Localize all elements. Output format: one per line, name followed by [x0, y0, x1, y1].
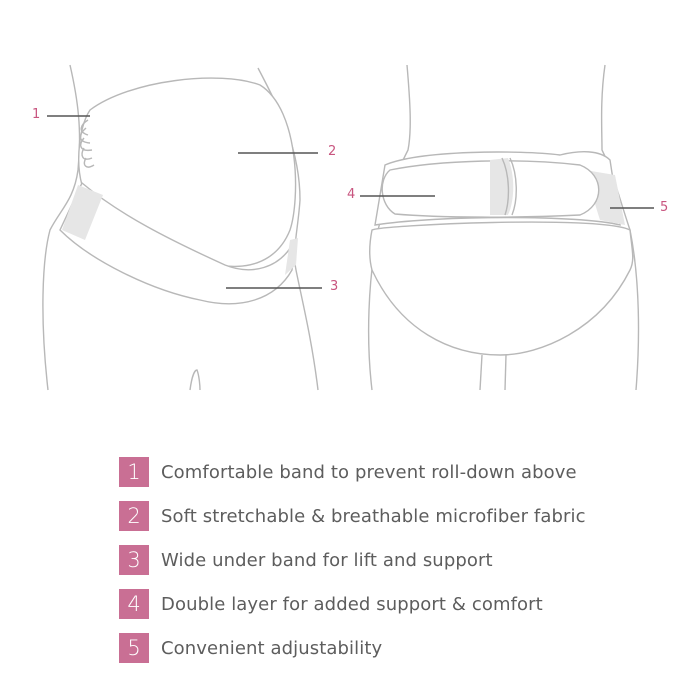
legend-text: Comfortable band to prevent roll-down ab…: [161, 461, 577, 483]
callout-label-2: 2: [328, 144, 337, 159]
callout-label-4: 4: [347, 187, 356, 202]
number-badge: 2: [119, 501, 149, 531]
belly-band-illustration: [42, 64, 654, 391]
feature-legend: 1 Comfortable band to prevent roll-down …: [119, 450, 586, 670]
number-badge: 5: [119, 633, 149, 663]
callout-label-5: 5: [660, 200, 669, 215]
legend-item: 2 Soft stretchable & breathable microfib…: [119, 494, 586, 538]
callout-label-1: 1: [32, 107, 41, 122]
legend-text: Convenient adjustability: [161, 637, 383, 659]
legend-item: 4 Double layer for added support & comfo…: [119, 582, 586, 626]
number-badge: 1: [119, 457, 149, 487]
number-badge: 4: [119, 589, 149, 619]
legend-item: 5 Convenient adjustability: [119, 626, 586, 670]
legend-text: Soft stretchable & breathable microfiber…: [161, 505, 586, 527]
number-badge: 3: [119, 545, 149, 575]
callout-label-3: 3: [330, 279, 339, 294]
legend-text: Wide under band for lift and support: [161, 549, 493, 571]
legend-item: 3 Wide under band for lift and support: [119, 538, 586, 582]
legend-item: 1 Comfortable band to prevent roll-down …: [119, 450, 586, 494]
legend-text: Double layer for added support & comfort: [161, 593, 543, 615]
product-diagram: 1 2 3 4 5: [32, 64, 669, 391]
